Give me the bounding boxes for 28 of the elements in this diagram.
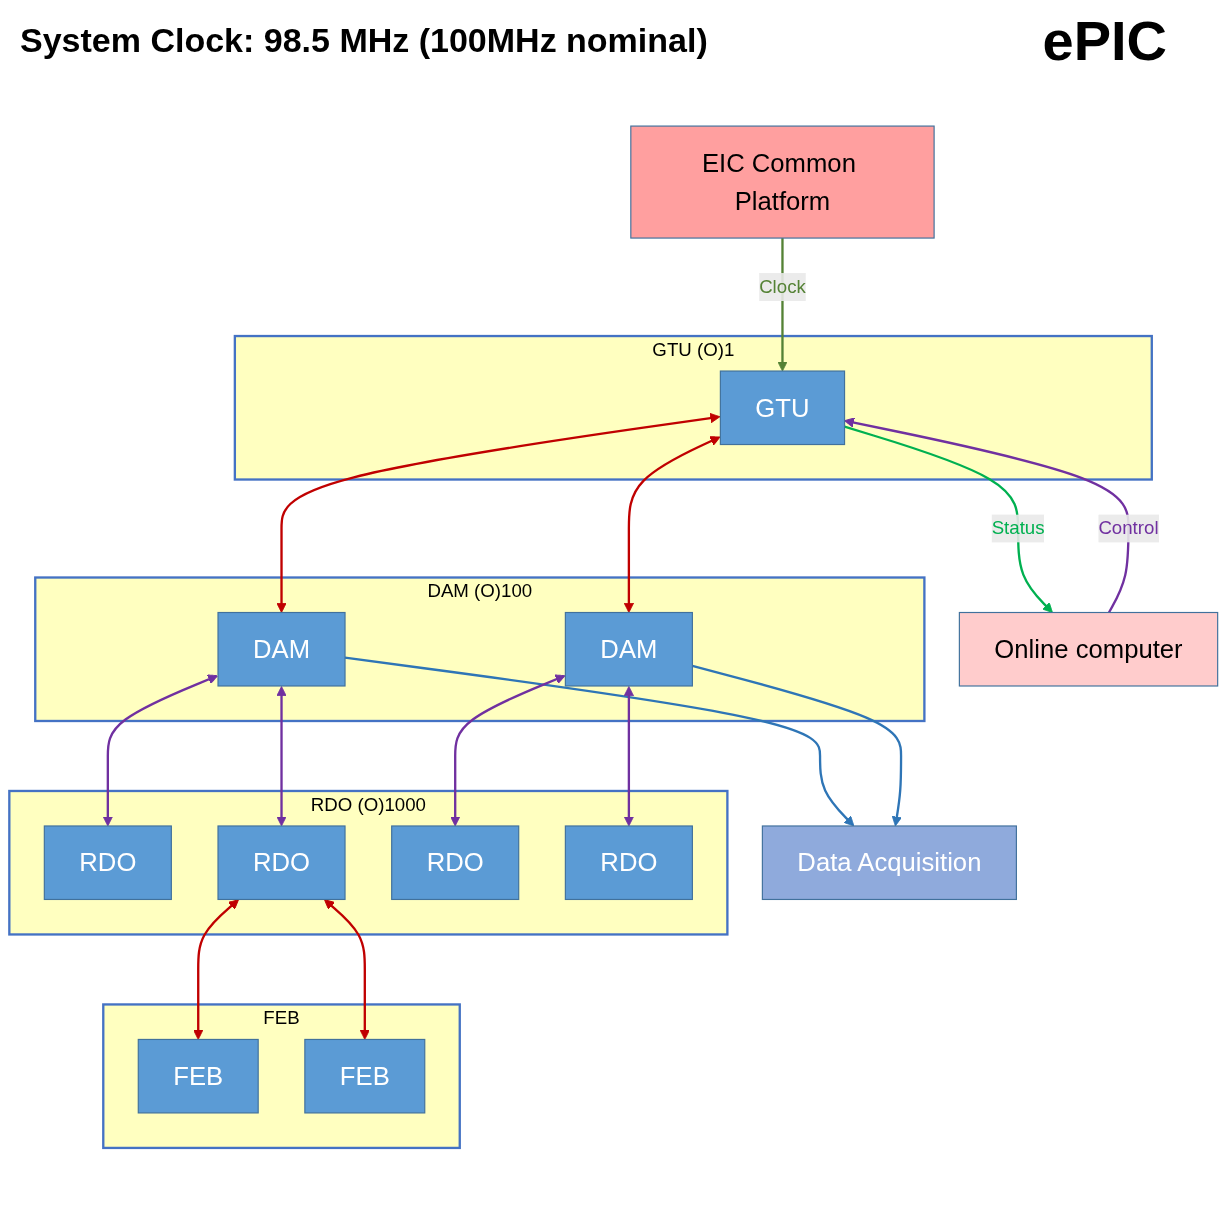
project-label: ePIC [1042, 8, 1167, 73]
node-box: EIC Common Platform [630, 125, 935, 239]
arrow [102, 674, 219, 827]
arrow [623, 686, 634, 827]
node-box: RDO [43, 825, 172, 901]
arrow [450, 674, 566, 827]
arrow [324, 899, 370, 1040]
arrow [623, 436, 721, 613]
node-box: GTU [719, 370, 846, 446]
node-box: DAM [217, 611, 346, 687]
node-box: DAM [564, 611, 693, 687]
edge-label: Control [1098, 518, 1159, 538]
node-box: FEB [137, 1038, 259, 1114]
node-box: Data Acquisition [761, 825, 1017, 901]
arrow [844, 425, 1053, 613]
node-box: RDO [217, 825, 346, 901]
edge-label: Clock [759, 276, 806, 297]
edge-label: Status [991, 518, 1045, 538]
arrow [844, 417, 1130, 614]
arrow [193, 899, 239, 1040]
node-box: RDO [564, 825, 693, 901]
arrow [276, 413, 721, 613]
arrow [276, 686, 287, 827]
arrow [692, 664, 903, 827]
node-box: FEB [304, 1038, 426, 1114]
diagram-title: System Clock: 98.5 MHz (100MHz nominal) [20, 21, 708, 60]
node-box: Online computer [958, 611, 1219, 687]
node-box: RDO [391, 825, 520, 901]
